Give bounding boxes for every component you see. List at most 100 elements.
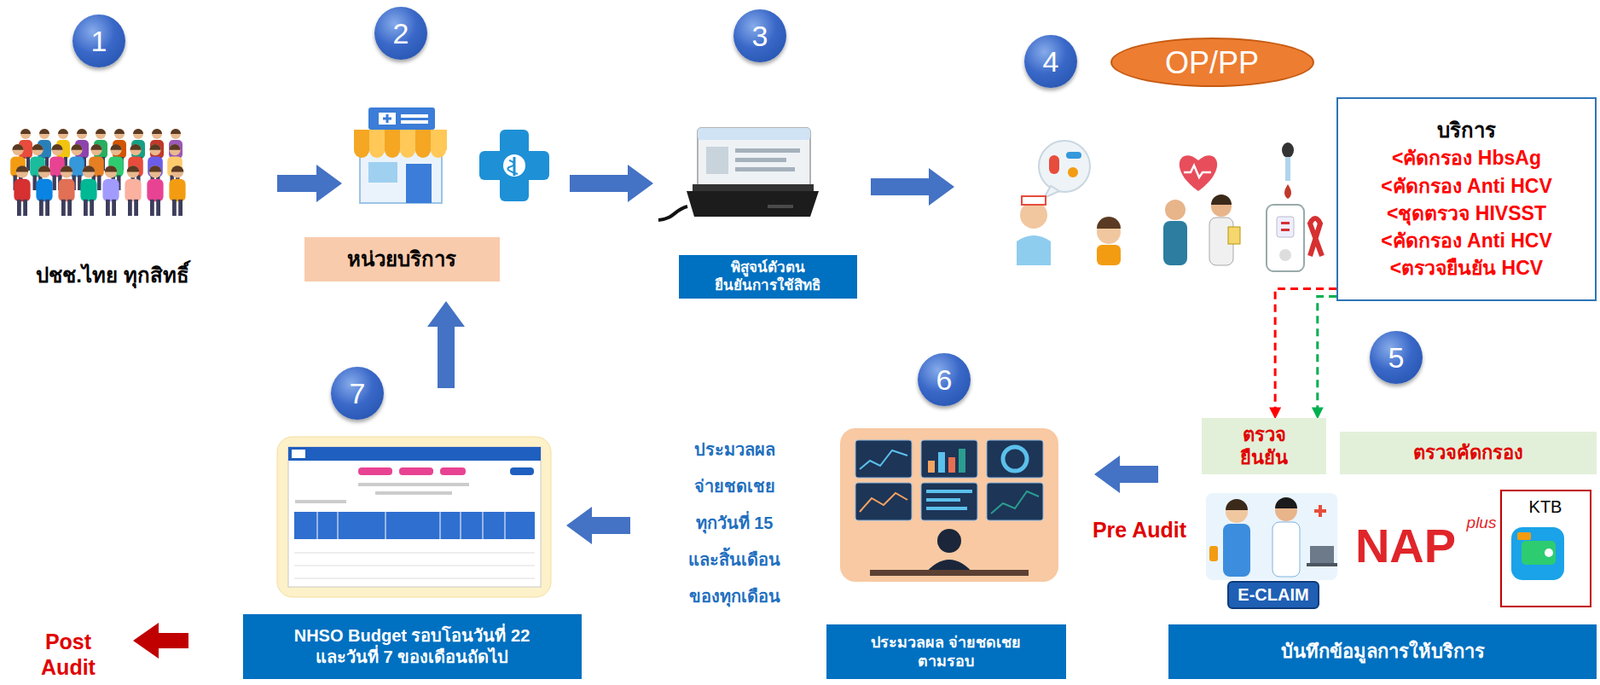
step-number-circle: 2: [374, 6, 428, 60]
store-icon: [353, 142, 370, 158]
store-icon: [430, 142, 447, 158]
card-reader-icon: [658, 127, 819, 221]
nurse-child-illustration: [1049, 155, 1060, 174]
budget-screen-panel: [440, 467, 466, 476]
block-arrows: [427, 301, 465, 389]
step-number-circle: 1: [72, 14, 126, 68]
test-kit-illustration: [1281, 221, 1290, 225]
box-label: พิสูจน์ตัวตน ยืนยันการใช้สิทธิ: [712, 258, 824, 296]
box-label: NHSO Budget รอบโอนวันที่ 22 และวันที่ 7 …: [291, 625, 534, 668]
callout-number: 6: [936, 361, 953, 399]
store-icon: [400, 120, 429, 124]
medical-cross-icon: [507, 160, 518, 174]
block-arrows: [566, 506, 631, 545]
service-item: <คัดกรอง Anti HCV: [1380, 226, 1552, 255]
dashboard-panel: [859, 492, 908, 512]
ktb-app-icon: [1544, 548, 1554, 557]
crowd-illustration: [80, 165, 97, 216]
nurse-child-illustration: [1066, 151, 1082, 159]
store-icon: [378, 112, 396, 125]
screening-box: ตรวจคัดกรอง: [1339, 431, 1597, 475]
schedule-note: ประมวลผล จ่ายชดเชย ทุกวันที่ 15 และสิ้นเ…: [685, 431, 783, 615]
dashboard-panel: [869, 569, 1029, 576]
category-label: OP/PP: [1165, 43, 1259, 82]
store-icon: [405, 163, 432, 203]
record-box: บันทึกข้อมูลการให้บริการ: [1168, 624, 1597, 679]
callout-number: 2: [393, 15, 410, 53]
crowd-illustration: [10, 128, 186, 216]
card-reader-icon: [706, 146, 729, 174]
budget-screen-panel: [358, 482, 470, 487]
nurse-child-illustration: [1038, 140, 1090, 192]
nurse-child-illustration: [1021, 196, 1046, 205]
test-kit-illustration: [1266, 142, 1322, 272]
eclaim-illustration: [1205, 492, 1338, 580]
service-list-box: บริการ<คัดกรอง HbsAg<คัดกรอง Anti HCV<ชุ…: [1336, 97, 1597, 302]
store-icon: [368, 162, 398, 183]
store-icon: [400, 114, 429, 118]
block-arrows: [870, 168, 955, 206]
heart-doctor-illustration: [1183, 165, 1212, 178]
budget-screen-panel: [295, 499, 347, 504]
dashboard-panel: [927, 460, 935, 473]
test-kit-illustration: [1279, 249, 1292, 261]
crowd-illustration: [35, 165, 53, 216]
store-icon: [384, 142, 400, 158]
step-number-circle: 5: [1369, 330, 1423, 384]
audit-label: Pre Audit: [1092, 516, 1187, 544]
confirm-test-box: ตรวจ ยืนยัน: [1201, 417, 1327, 475]
box-label: หน่วยบริการ: [347, 246, 457, 273]
eclaim-illustration: [1223, 523, 1251, 577]
block-arrows: [133, 164, 1159, 659]
dashboard-panel: [855, 440, 912, 478]
test-kit-illustration: [1284, 184, 1292, 199]
box-label: บันทึกข้อมูลการให้บริการ: [1281, 639, 1485, 664]
budget-screen-panel: [510, 467, 534, 476]
dashboard-panel: [938, 452, 945, 473]
store-icon: [415, 142, 431, 158]
eclaim-illustration: [1272, 521, 1300, 577]
nurse-child-illustration: [1016, 235, 1051, 266]
dashboard-panel: [958, 448, 966, 473]
dashboard-panel: [840, 428, 1059, 582]
callout-number: 5: [1388, 339, 1405, 377]
budget-screen-panel: [291, 449, 306, 458]
dashboard-panel: [926, 498, 961, 502]
callout-number: 7: [349, 375, 366, 412]
eclaim-illustration: [1275, 497, 1298, 509]
ktb-app-icon: [1521, 540, 1556, 565]
test-kit-illustration: [1310, 218, 1322, 256]
logo-text: plus: [1466, 514, 1497, 531]
crowd-illustration: [146, 165, 163, 216]
crowd-illustration: [124, 165, 141, 216]
budget-screen-panel: [375, 491, 453, 495]
store-icon: [400, 142, 416, 158]
eclaim-illustration: [1225, 498, 1248, 511]
ktb-app-icon: [1517, 532, 1531, 540]
service-item: <คัดกรอง HbsAg: [1391, 144, 1542, 172]
heart-doctor-illustration: [1179, 155, 1218, 192]
step-number-circle: 6: [917, 353, 971, 406]
budget-screen-panel: [288, 446, 541, 461]
box-label: ตรวจคัดกรอง: [1413, 440, 1524, 465]
dashboard-panel: [855, 482, 912, 521]
service-item: บริการ: [1437, 115, 1496, 145]
audit-label: Post Audit: [38, 628, 99, 680]
box-label: ตรวจ ยืนยัน: [1237, 423, 1291, 470]
budget-screen-panel: [294, 552, 535, 579]
heart-doctor-illustration: [1163, 220, 1188, 266]
test-kit-illustration: [1281, 142, 1294, 158]
test-kit-illustration: [1266, 204, 1305, 272]
service-item: <คัดกรอง Anti HCV: [1380, 172, 1552, 200]
block-arrows: [133, 622, 189, 659]
crowd-illustration: [57, 165, 75, 216]
service-unit-box: หน่วยบริการ: [304, 237, 500, 282]
logo-text: E-CLAIM: [1227, 580, 1319, 609]
budget-screen-panel: [358, 467, 393, 476]
heart-doctor-illustration: [1211, 194, 1232, 205]
step-number-circle: 7: [330, 366, 384, 420]
nurse-child-illustration: [1067, 167, 1079, 178]
budget-box: NHSO Budget รอบโอนวันที่ 22 และวันที่ 7 …: [243, 614, 582, 679]
eclaim-illustration: [1209, 545, 1218, 562]
dashboard-panel: [926, 506, 968, 511]
